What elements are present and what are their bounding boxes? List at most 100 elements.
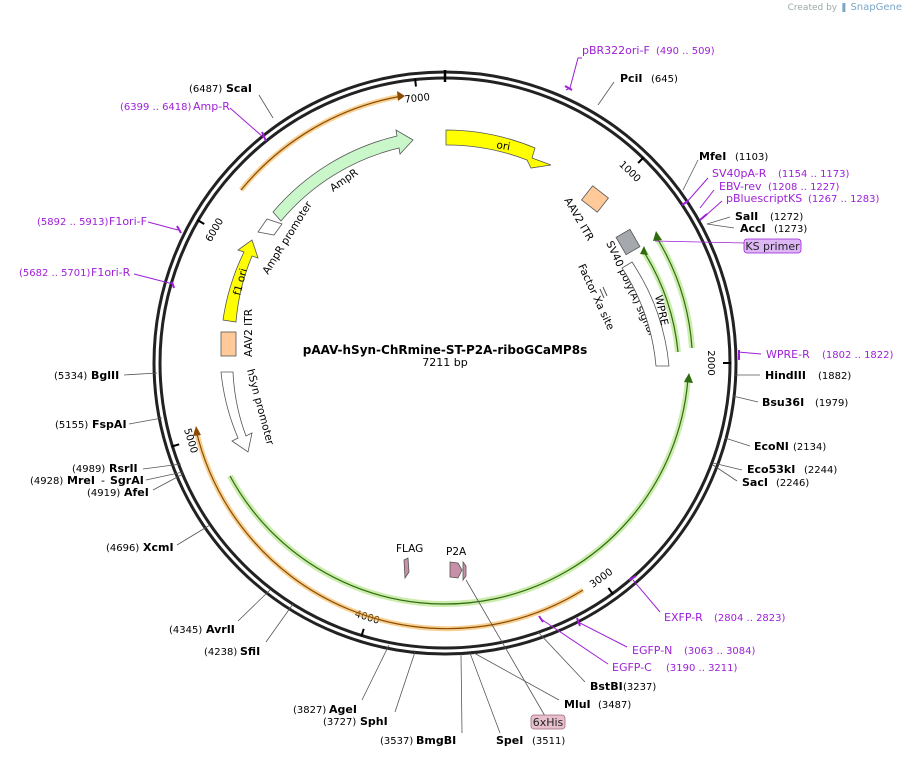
feature-p2a[interactable]: P2A bbox=[446, 546, 467, 582]
site-name: MreI bbox=[67, 474, 95, 487]
feature-hsyn-promoter[interactable]: hSyn promoter bbox=[220, 368, 276, 453]
site-name: MfeI bbox=[699, 150, 726, 163]
primer-name: SV40pA-R bbox=[712, 167, 767, 180]
site-pos: (1979) bbox=[815, 398, 848, 409]
primer-pos: (5892 .. 5913) bbox=[37, 217, 109, 228]
site-XcmI[interactable]: XcmI (4696) bbox=[106, 524, 211, 554]
snapgene-logo-icon: ❚ bbox=[840, 3, 848, 13]
site-pos: (645) bbox=[651, 74, 678, 85]
tick-mark bbox=[637, 156, 645, 164]
primer-EGFP-C[interactable]: EGFP-C (3190 .. 3211) bbox=[538, 615, 738, 674]
primer-EXFP-R[interactable]: EXFP-R (2804 .. 2823) bbox=[628, 575, 786, 624]
site-name: AccI bbox=[740, 222, 766, 235]
primer-pos: (1154 .. 1173) bbox=[778, 169, 850, 180]
site-AccI[interactable]: AccI (1273) bbox=[706, 222, 807, 235]
feature-aav2-itr-right[interactable]: AAV2 ITR bbox=[561, 185, 609, 243]
primer-EBV-rev[interactable]: EBV-rev (1208 .. 1227) bbox=[699, 180, 840, 209]
feature-aav2-itr-left[interactable]: AAV2 ITR bbox=[220, 309, 255, 357]
feature-wpre[interactable]: WPRE bbox=[621, 261, 670, 367]
primer-pos: (6399 .. 6418) bbox=[120, 102, 192, 113]
primer-pBR322ori-F[interactable]: pBR322ori-F (490 .. 509) bbox=[564, 44, 715, 91]
primer-name: WPRE-R bbox=[766, 348, 810, 361]
site-RsrII[interactable]: RsrII (4989) bbox=[72, 462, 182, 475]
feature-flag[interactable]: FLAG bbox=[396, 543, 423, 580]
primer-pos: (1208 .. 1227) bbox=[768, 182, 840, 193]
site-HindIII[interactable]: HindIII (1882) bbox=[735, 369, 851, 382]
site-ScaI[interactable]: ScaI (6487) bbox=[189, 82, 274, 119]
primer-pos: (1802 .. 1822) bbox=[822, 350, 894, 361]
site-pos: (5334) bbox=[54, 371, 87, 382]
credit-brand: SnapGene bbox=[850, 2, 902, 13]
site-name: FspAI bbox=[92, 418, 127, 431]
svg-text:-: - bbox=[101, 474, 105, 487]
primer-Amp-R[interactable]: Amp-R (6399 .. 6418) bbox=[120, 100, 267, 142]
primer-WPRE-R[interactable]: WPRE-R (1802 .. 1822) bbox=[737, 348, 894, 361]
site-BstBI[interactable]: BstBI (3237) bbox=[537, 631, 656, 693]
site-SacI[interactable]: SacI (2246) bbox=[712, 464, 809, 489]
feature-factor-xa[interactable]: Factor Xa site bbox=[575, 262, 616, 332]
site-pos: (4345) bbox=[169, 625, 202, 636]
primer-name: pBluescriptKS bbox=[726, 192, 802, 205]
tick-mark bbox=[607, 587, 614, 595]
site-MluI[interactable]: MluI (3487) bbox=[473, 652, 631, 711]
primer-name: EBV-rev bbox=[719, 180, 762, 193]
primer-SV40pA-R[interactable]: SV40pA-R (1154 .. 1173) bbox=[681, 167, 850, 206]
site-SpeI[interactable]: SpeI (3511) bbox=[469, 652, 565, 747]
credit-prefix: Created by bbox=[787, 3, 838, 13]
site-PciI[interactable]: PciI (645) bbox=[597, 72, 678, 106]
primer-name: EXFP-R bbox=[664, 611, 703, 624]
primer-F1ori-F[interactable]: F1ori-F (5892 .. 5913) bbox=[37, 215, 182, 234]
site-pos: (3727) bbox=[323, 717, 356, 728]
site-SalI[interactable]: SalI (1272) bbox=[706, 210, 803, 225]
site-SphI[interactable]: SphI (3727) bbox=[323, 651, 416, 728]
site-pos: (4928) bbox=[30, 476, 63, 487]
site-name: PciI bbox=[620, 72, 642, 85]
site-SfiI[interactable]: SfiI (4238) bbox=[204, 603, 294, 658]
site-name: Eco53kI bbox=[747, 463, 795, 476]
his-tag-box[interactable]: 6xHis bbox=[465, 579, 566, 730]
ks-primer-box[interactable]: KS primer bbox=[654, 238, 802, 254]
site-AgeI[interactable]: AgeI (3827) bbox=[293, 644, 390, 716]
site-AfeI[interactable]: AfeI (4919) bbox=[87, 473, 184, 499]
flag-label: FLAG bbox=[396, 543, 423, 555]
primer-EGFP-N[interactable]: EGFP-N (3063 .. 3084) bbox=[576, 617, 756, 657]
site-MfeI[interactable]: MfeI (1103) bbox=[682, 150, 768, 191]
site-name: AgeI bbox=[329, 703, 357, 716]
snapgene-credit: Created by ❚ SnapGene bbox=[788, 2, 902, 13]
site-MreI[interactable]: MreI (4928) bbox=[30, 474, 95, 487]
site-pos: (5155) bbox=[55, 420, 88, 431]
site-name: SgrAI bbox=[110, 474, 144, 487]
site-Bsu36I[interactable]: Bsu36I (1979) bbox=[732, 395, 848, 409]
site-Eco53kI[interactable]: Eco53kI (2244) bbox=[712, 462, 837, 476]
site-name: ScaI bbox=[226, 82, 252, 95]
primer-pos: (5682 .. 5701) bbox=[19, 268, 91, 279]
site-BglII[interactable]: BglII (5334) bbox=[54, 369, 158, 382]
primer-name: EGFP-C bbox=[612, 661, 652, 674]
site-name: BglII bbox=[91, 369, 119, 382]
site-SgrAI[interactable]: - SgrAI bbox=[101, 471, 184, 487]
site-name: SpeI bbox=[496, 734, 523, 747]
feature-orf-orange[interactable] bbox=[193, 91, 585, 632]
f1-ori-label: f1 ori bbox=[231, 267, 250, 297]
primer-pos: (490 .. 509) bbox=[656, 46, 715, 57]
tick-label: 7000 bbox=[404, 92, 430, 106]
primer-pos: (3190 .. 3211) bbox=[666, 663, 738, 674]
site-EcoNI[interactable]: EcoNI (2134) bbox=[724, 437, 826, 453]
site-name: SphI bbox=[360, 715, 388, 728]
aav2-itr-left-label: AAV2 ITR bbox=[243, 309, 255, 357]
site-AvrII[interactable]: AvrII (4345) bbox=[169, 589, 271, 636]
site-pos: (3237) bbox=[623, 682, 656, 693]
primer-pBluescriptKS[interactable]: pBluescriptKS (1267 .. 1283) bbox=[699, 192, 880, 221]
site-FspAI[interactable]: FspAI (5155) bbox=[55, 417, 163, 431]
site-name: EcoNI bbox=[754, 440, 789, 453]
feature-orf-green[interactable] bbox=[227, 231, 695, 607]
site-BmgBI[interactable]: BmgBI (3537) bbox=[380, 653, 463, 747]
tick-mark bbox=[360, 628, 365, 637]
feature-ori[interactable]: ori bbox=[445, 129, 552, 169]
primer-F1ori-R[interactable]: F1ori-R (5682 .. 5701) bbox=[19, 266, 175, 289]
site-name: SfiI bbox=[240, 645, 260, 658]
site-pos: (2134) bbox=[793, 442, 826, 453]
plasmid-name: pAAV-hSyn-ChRmine-ST-P2A-riboGCaMP8s bbox=[303, 343, 587, 357]
primer-name: Amp-R bbox=[193, 100, 230, 113]
